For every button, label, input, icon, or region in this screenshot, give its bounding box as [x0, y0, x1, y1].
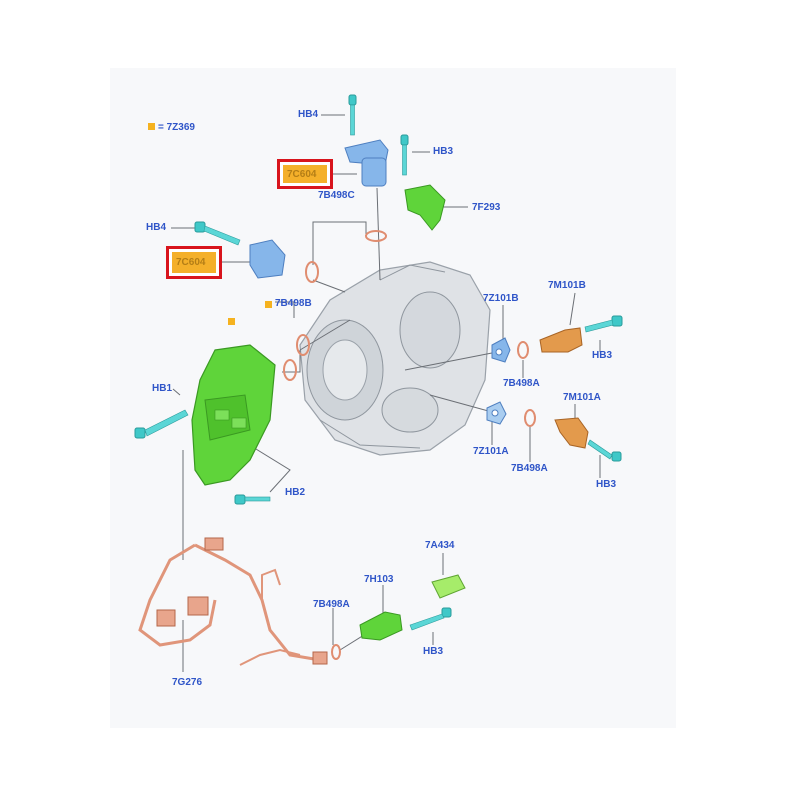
label-7g276[interactable]: 7G276: [172, 677, 203, 688]
bolt-hb3-right2: [587, 439, 622, 462]
label-hb3-top[interactable]: HB3: [433, 146, 454, 157]
label-hb3-right2[interactable]: HB3: [596, 479, 617, 490]
bracket-7f293: [404, 184, 446, 231]
sensor-7c604-left: [249, 239, 286, 279]
label-7h103[interactable]: 7H103: [364, 574, 394, 585]
o-ring-7b498c-top: [365, 230, 387, 242]
callout-7c604-left: 7C604: [176, 257, 206, 268]
label-7b498a-2[interactable]: 7B498A: [511, 463, 548, 474]
bracket-7a434: [431, 574, 466, 599]
control-module: [191, 318, 276, 486]
label-7b498b[interactable]: 7B498B: [275, 298, 312, 309]
label-hb3-right1[interactable]: HB3: [592, 350, 613, 361]
speed-sensor-7m101b: [539, 327, 583, 353]
speed-sensor-7m101a: [554, 417, 589, 449]
o-ring-7b498a-1: [517, 341, 529, 359]
sensor-plate-7z101b: [491, 337, 511, 363]
bolt-hb4-left: [194, 221, 241, 246]
label-7b498a-1[interactable]: 7B498A: [503, 378, 540, 389]
label-hb4-top[interactable]: HB4: [298, 109, 319, 120]
label-hb1[interactable]: HB1: [152, 383, 173, 394]
o-ring-7b498b-2: [283, 359, 297, 381]
bolt-hb1: [134, 409, 189, 439]
bolt-hb2: [234, 494, 271, 505]
legend: = 7Z369: [148, 122, 195, 133]
o-ring-7b498a-2: [524, 409, 536, 427]
label-7z101b[interactable]: 7Z101B: [483, 293, 519, 304]
label-hb2[interactable]: HB2: [285, 487, 306, 498]
callout-7c604-top: 7C604: [287, 168, 317, 180]
label-hb3-bottom[interactable]: HB3: [423, 646, 444, 657]
highlight-7c604-top[interactable]: 7C604: [277, 159, 333, 189]
o-ring-7b498c-left: [305, 261, 319, 283]
marker-7b498b: [265, 301, 272, 308]
o-ring-7b498a-3: [331, 644, 341, 660]
legend-swatch: [148, 123, 155, 130]
wiring-harness-7g276: [138, 537, 328, 666]
highlight-7c604-left[interactable]: 7C604: [166, 246, 222, 279]
label-7z101a[interactable]: 7Z101A: [473, 446, 509, 457]
label-7b498a-3[interactable]: 7B498A: [313, 599, 350, 610]
switch-7h103: [359, 611, 403, 641]
sensor-7c604-top: [344, 139, 389, 187]
label-7f293[interactable]: 7F293: [472, 202, 501, 213]
sensor-plate-7z101a: [486, 401, 507, 425]
label-7a434[interactable]: 7A434: [425, 540, 455, 551]
bolt-hb3-bottom: [409, 607, 452, 631]
label-hb4-left[interactable]: HB4: [146, 222, 167, 233]
o-ring-7b498b-1: [296, 334, 310, 356]
label-7m101b[interactable]: 7M101B: [548, 280, 586, 291]
bolt-hb3-top: [400, 134, 409, 176]
bolt-hb3-right1: [584, 315, 623, 333]
label-7m101a[interactable]: 7M101A: [563, 392, 601, 403]
transmission-housing: [299, 261, 491, 456]
bolt-hb4-top: [348, 94, 357, 136]
label-7b498c[interactable]: 7B498C: [318, 190, 355, 201]
legend-text: = 7Z369: [158, 122, 195, 133]
